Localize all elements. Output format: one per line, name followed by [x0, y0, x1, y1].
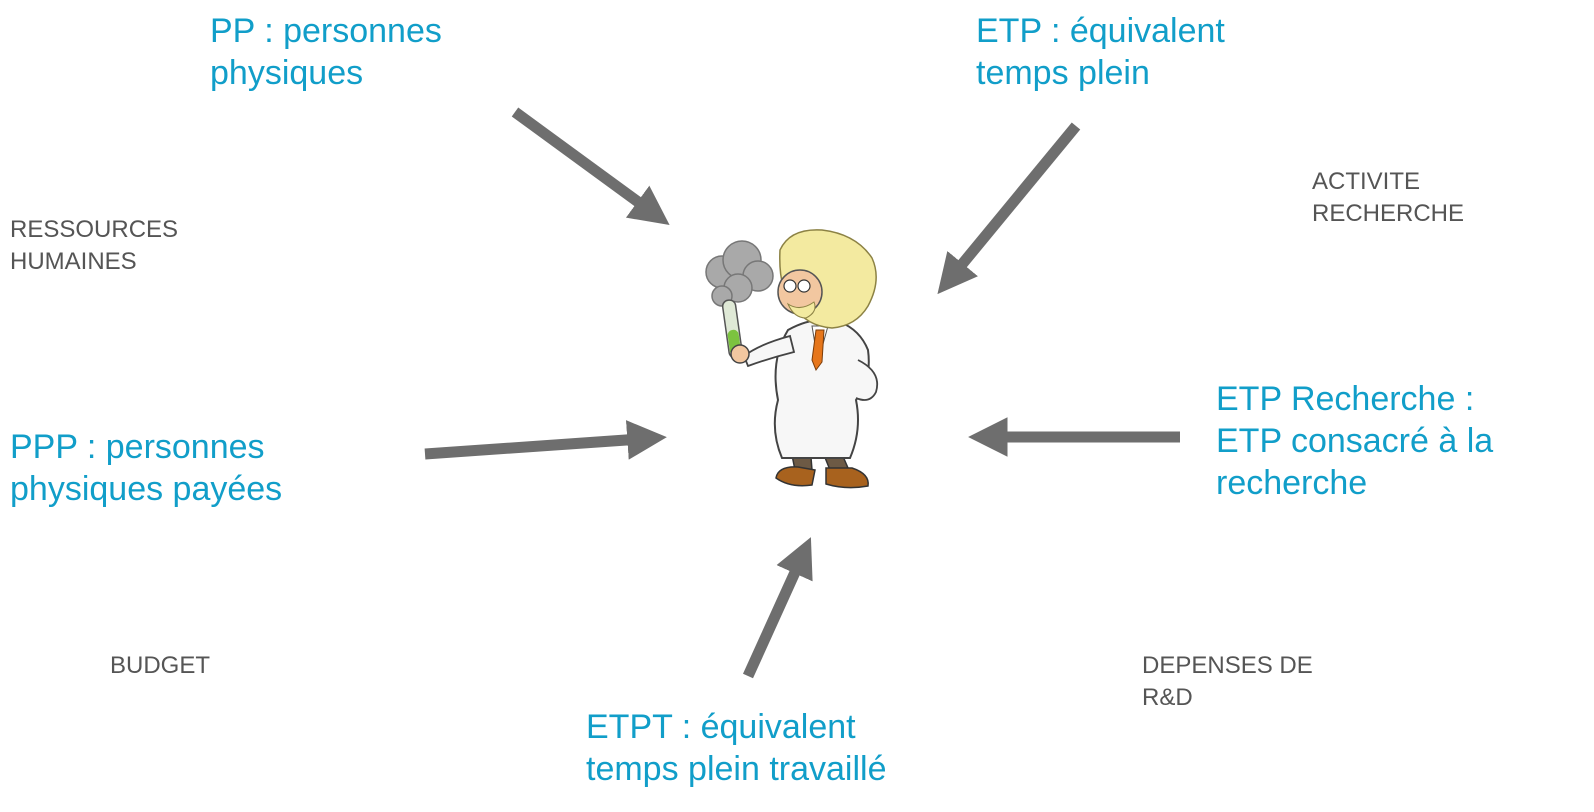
arrow-etp — [937, 122, 1081, 295]
category-budget: BUDGET — [110, 650, 210, 682]
term-etp-line-2: temps plein — [976, 54, 1150, 92]
arrow-etpt — [742, 537, 813, 679]
tie — [811, 329, 825, 372]
scientist-illustration — [705, 229, 879, 489]
term-pp: PP : personnes physiques — [210, 10, 442, 94]
term-pp-line-2: physiques — [210, 54, 364, 92]
head — [777, 229, 877, 329]
shoes — [775, 466, 869, 489]
term-etp-line-1: ETP : équivalent — [976, 12, 1225, 50]
term-pp-line-1: PP : personnes — [210, 12, 442, 50]
category-activite-line-2: RECHERCHE — [1312, 200, 1465, 227]
category-budget-line-1: BUDGET — [110, 652, 211, 679]
category-activite-line-1: ACTIVITE — [1312, 168, 1421, 195]
term-etp-recherche-line-1: ETP Recherche : — [1216, 380, 1475, 418]
category-rh-line-1: RESSOURCES — [10, 216, 179, 243]
smoke-cloud — [705, 240, 774, 307]
term-etpt-line-1: ETPT : équivalent — [586, 708, 856, 746]
arrow-ppp — [424, 420, 667, 460]
term-etp: ETP : équivalent temps plein — [976, 10, 1225, 94]
category-ressources-humaines: RESSOURCES HUMAINES — [10, 214, 178, 278]
category-activite-recherche: ACTIVITE RECHERCHE — [1312, 166, 1464, 230]
hand — [730, 344, 750, 364]
arrow-pp — [511, 107, 670, 226]
term-etpt-line-2: temps plein travaillé — [586, 750, 887, 788]
term-etpt: ETPT : équivalent temps plein travaillé — [586, 706, 886, 790]
category-depenses-rd: DEPENSES DE R&D — [1142, 650, 1313, 714]
hip-hand — [855, 359, 879, 401]
category-depenses-line-2: R&D — [1142, 684, 1193, 711]
term-etp-recherche-line-3: recherche — [1216, 464, 1368, 502]
category-depenses-line-1: DEPENSES DE — [1142, 652, 1313, 679]
term-etp-recherche-line-2: ETP consacré à la — [1216, 422, 1494, 460]
arm — [742, 334, 796, 368]
term-ppp: PPP : personnes physiques payées — [10, 426, 282, 510]
term-etp-recherche: ETP Recherche : ETP consacré à la recher… — [1216, 378, 1493, 504]
term-ppp-line-2: physiques payées — [10, 470, 283, 508]
term-ppp-line-1: PPP : personnes — [10, 428, 265, 466]
category-rh-line-2: HUMAINES — [10, 248, 137, 275]
